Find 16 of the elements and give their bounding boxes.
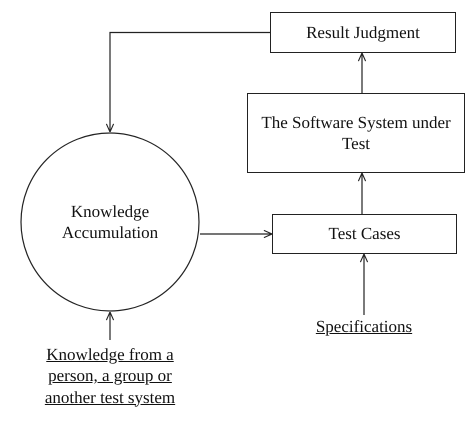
arrow bbox=[358, 172, 366, 214]
node-label: The Software System under Test bbox=[261, 112, 451, 154]
node-label: Test Cases bbox=[328, 223, 400, 245]
node-label: Knowledge from a person, a group or another test system bbox=[44, 344, 176, 408]
node-label: Knowledge Accumulation bbox=[60, 200, 160, 244]
arrow bbox=[360, 253, 368, 315]
process-box bbox=[272, 214, 457, 254]
arrow bbox=[106, 311, 114, 340]
node-label: Specifications bbox=[316, 316, 412, 338]
process-circle bbox=[20, 132, 200, 312]
arrow bbox=[106, 32, 270, 133]
process-box bbox=[247, 93, 465, 173]
node-label: Result Judgment bbox=[306, 22, 420, 44]
arrow bbox=[200, 230, 273, 238]
process-box bbox=[270, 12, 456, 53]
arrow bbox=[358, 52, 366, 93]
